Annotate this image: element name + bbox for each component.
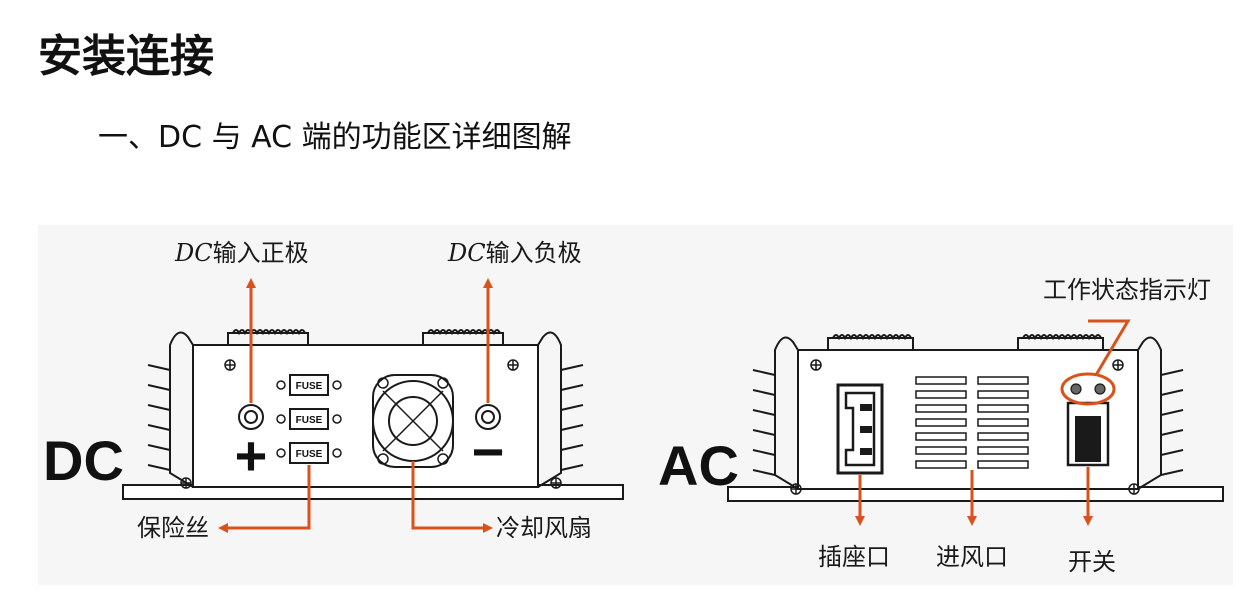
fuse-label-1: FUSE xyxy=(296,381,323,392)
dc-right-bracket xyxy=(537,331,562,488)
ac-power-switch xyxy=(1066,401,1110,467)
dc-negative-callout: DC输入负极 xyxy=(447,239,582,267)
dc-fuse-block xyxy=(276,374,342,464)
ac-indicator-callout-line xyxy=(1060,319,1131,406)
socket-callout: 插座口 xyxy=(818,543,890,571)
vent-callout: 进风口 xyxy=(936,543,1008,571)
ac-top-heatsink-left xyxy=(827,337,914,350)
dc-callout-arrows xyxy=(218,278,493,533)
fuse-label-2: FUSE xyxy=(296,415,323,426)
fan-callout: 冷却风扇 xyxy=(496,514,592,542)
ac-air-inlet-vent xyxy=(915,376,1029,469)
arrow-fuse xyxy=(218,465,311,533)
ac-left-fins xyxy=(752,369,776,476)
dc-positive-callout: DC输入正极 xyxy=(174,239,309,267)
dc-top-heatsink-left xyxy=(227,332,309,345)
ac-screws xyxy=(790,359,1140,495)
ac-power-socket xyxy=(836,383,884,475)
ac-top-heatsink-right xyxy=(1017,337,1104,350)
ac-right-fins xyxy=(1160,369,1184,476)
dc-screws xyxy=(180,359,562,489)
dc-top-heatsink-right xyxy=(422,332,504,345)
ac-side-label: AC xyxy=(658,434,739,497)
dc-cooling-fan xyxy=(372,374,454,468)
page-title: 安装连接 xyxy=(38,31,214,82)
arrow-fan xyxy=(411,461,493,533)
dc-negative-terminal xyxy=(475,404,501,430)
section-heading: 一、DC 与 AC 端的功能区详细图解 xyxy=(98,120,572,155)
dc-ac-diagram: FUSE FUSE FUSE DC + − DC输入正极 DC输入负极 保险丝 … xyxy=(38,225,1233,585)
dc-top-fins-left xyxy=(232,329,306,336)
dc-right-fins xyxy=(560,364,584,471)
ac-callout-arrows xyxy=(855,467,1093,526)
ac-top-fins-left xyxy=(832,334,912,341)
ac-status-indicator xyxy=(1070,383,1106,395)
dc-positive-terminal xyxy=(238,404,264,430)
ac-left-bracket xyxy=(774,336,799,490)
dc-left-fins xyxy=(147,364,171,471)
ac-top-fins-right xyxy=(1022,334,1102,341)
fuse-label-3: FUSE xyxy=(296,449,323,460)
ac-panel xyxy=(727,334,1224,502)
dc-panel xyxy=(122,329,624,500)
minus-symbol: − xyxy=(472,420,505,483)
dc-side-label: DC xyxy=(43,429,124,492)
dc-left-bracket xyxy=(169,331,194,488)
switch-callout: 开关 xyxy=(1068,548,1116,576)
ac-right-bracket xyxy=(1137,336,1162,490)
plus-symbol: + xyxy=(235,424,268,487)
fuse-callout: 保险丝 xyxy=(137,514,209,542)
indicator-callout: 工作状态指示灯 xyxy=(1043,276,1211,304)
